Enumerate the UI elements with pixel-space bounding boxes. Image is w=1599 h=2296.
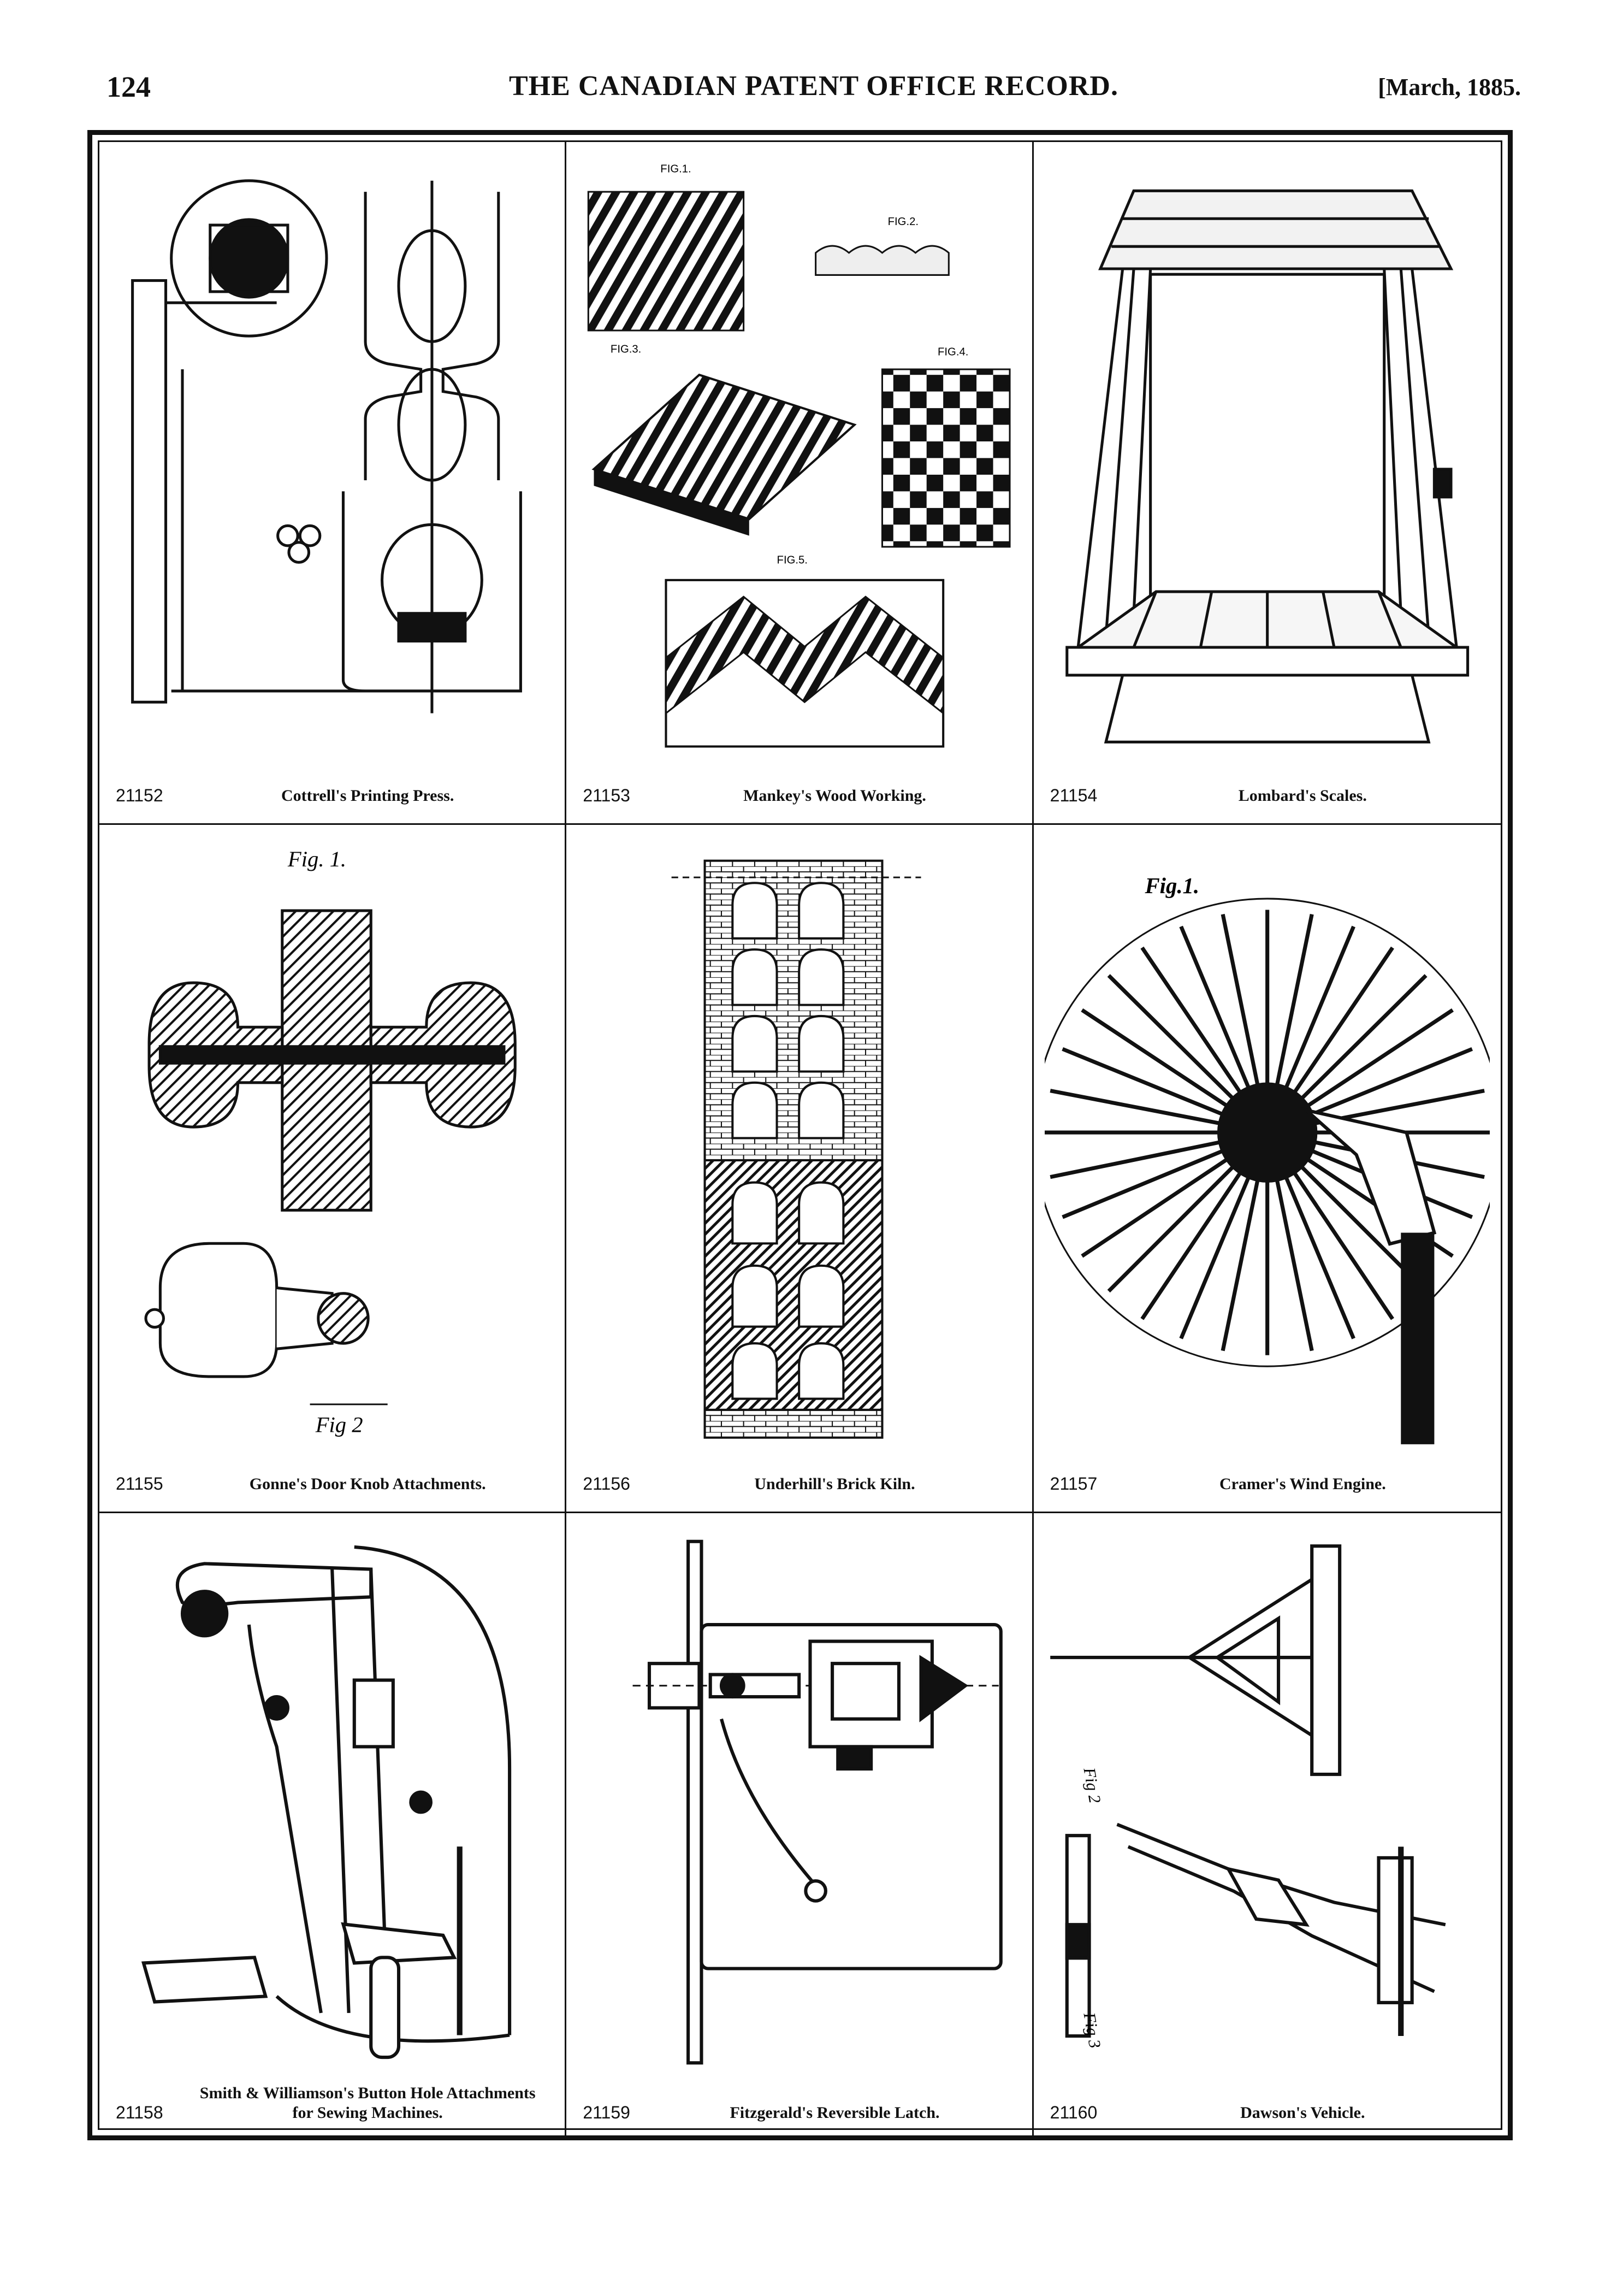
- patent-title: Fitzgerald's Reversible Latch.: [730, 2104, 940, 2122]
- fig-label: FIG.3.: [611, 344, 641, 356]
- patent-caption: 21157 Cramer's Wind Engine.: [1050, 1460, 1484, 1498]
- patent-caption: 21159 Fitzgerald's Reversible Latch.: [583, 2089, 1015, 2127]
- patent-cell-21159: 21159 Fitzgerald's Reversible Latch.: [566, 1513, 1034, 2140]
- patent-number: 21155: [116, 1474, 163, 1494]
- patent-number: 21154: [1050, 786, 1098, 805]
- patent-number: 21156: [583, 1474, 630, 1494]
- patent-caption: 21158 Smith & Williamson's Button Hole A…: [116, 2084, 548, 2127]
- issue-date: [March, 1885.: [1378, 74, 1521, 101]
- printing-press-illustration: [131, 179, 522, 713]
- page-number: 124: [106, 70, 151, 103]
- patent-title: Underhill's Brick Kiln.: [754, 1475, 915, 1493]
- patent-title: Cottrell's Printing Press.: [281, 787, 454, 805]
- patent-title: Mankey's Wood Working.: [743, 787, 926, 805]
- door-knob-illustration: Fig. 1. Fig 2: [144, 847, 517, 1437]
- fig-label: Fig. 1.: [287, 847, 346, 871]
- patent-title: Dawson's Vehicle.: [1240, 2104, 1365, 2122]
- page-header: 124 THE CANADIAN PATENT OFFICE RECORD. […: [106, 66, 1521, 115]
- patent-caption: 21156 Underhill's Brick Kiln.: [583, 1460, 1015, 1498]
- patent-cell-21155: Fig. 1. Fig 2: [99, 825, 567, 1513]
- patent-caption: 21155 Gonne's Door Knob Attachments.: [116, 1460, 548, 1498]
- patent-grid: 21152 Cottrell's Printing Press.: [99, 142, 1501, 2140]
- patent-cell-21152: 21152 Cottrell's Printing Press.: [99, 142, 567, 825]
- scales-illustration: [1065, 189, 1469, 743]
- wood-working-illustration: FIG.1. FIG.2. FIG.3. FIG.4. FIG.5.: [588, 163, 1011, 748]
- patent-cell-21160: Fig 2 Fig 3 21160 Dawson's Vehicle.: [1034, 1513, 1501, 2140]
- fig-label: FIG.1.: [661, 163, 691, 175]
- patent-number: 21159: [583, 2103, 630, 2122]
- patent-caption: 21153 Mankey's Wood Working.: [583, 772, 1015, 810]
- patent-number: 21153: [583, 786, 630, 805]
- patent-title: Smith & Williamson's Button Hole Attachm…: [199, 2084, 536, 2122]
- journal-title: THE CANADIAN PATENT OFFICE RECORD.: [509, 70, 1118, 102]
- patent-number: 21158: [116, 2103, 163, 2122]
- fig-label: FIG.5.: [777, 554, 808, 566]
- wind-engine-illustration: Fig.1.: [1044, 873, 1490, 1444]
- fig-label: Fig 3: [1080, 2011, 1104, 2050]
- fig-label: Fig 2: [315, 1413, 363, 1437]
- patent-caption: 21154 Lombard's Scales.: [1050, 772, 1484, 810]
- patent-title: Lombard's Scales.: [1238, 787, 1367, 805]
- fig-label: FIG.4.: [938, 346, 968, 358]
- patent-cell-21157: Fig.1.: [1033, 825, 1501, 1513]
- button-hole-attachment-illustration: [141, 1545, 512, 2059]
- patent-grid-frame: 21152 Cottrell's Printing Press.: [87, 130, 1513, 2140]
- patent-title: Gonne's Door Knob Attachments.: [249, 1475, 486, 1493]
- reversible-latch-illustration: [632, 1539, 1003, 2065]
- vehicle-illustration: Fig 2 Fig 3: [1050, 1544, 1446, 2050]
- patent-caption: 21152 Cottrell's Printing Press.: [116, 772, 548, 810]
- fig-label: FIG.2.: [888, 216, 919, 228]
- patent-cell-21153: FIG.1. FIG.2. FIG.3. FIG.4. FIG.5. 21153…: [566, 142, 1034, 825]
- brick-kiln-illustration: [671, 859, 921, 1439]
- patent-number: 21152: [116, 786, 163, 805]
- fig-label: Fig.1.: [1144, 873, 1199, 898]
- patent-cell-21154: 21154 Lombard's Scales.: [1033, 142, 1501, 825]
- patent-number: 21160: [1050, 2103, 1098, 2122]
- patent-caption: 21160 Dawson's Vehicle.: [1050, 2089, 1484, 2127]
- patent-cell-21156: 21156 Underhill's Brick Kiln.: [566, 825, 1034, 1513]
- fig-label: Fig 2: [1080, 1766, 1104, 1804]
- patent-title: Cramer's Wind Engine.: [1219, 1475, 1386, 1493]
- patent-cell-21158: 21158 Smith & Williamson's Button Hole A…: [99, 1513, 567, 2140]
- patent-number: 21157: [1050, 1474, 1098, 1494]
